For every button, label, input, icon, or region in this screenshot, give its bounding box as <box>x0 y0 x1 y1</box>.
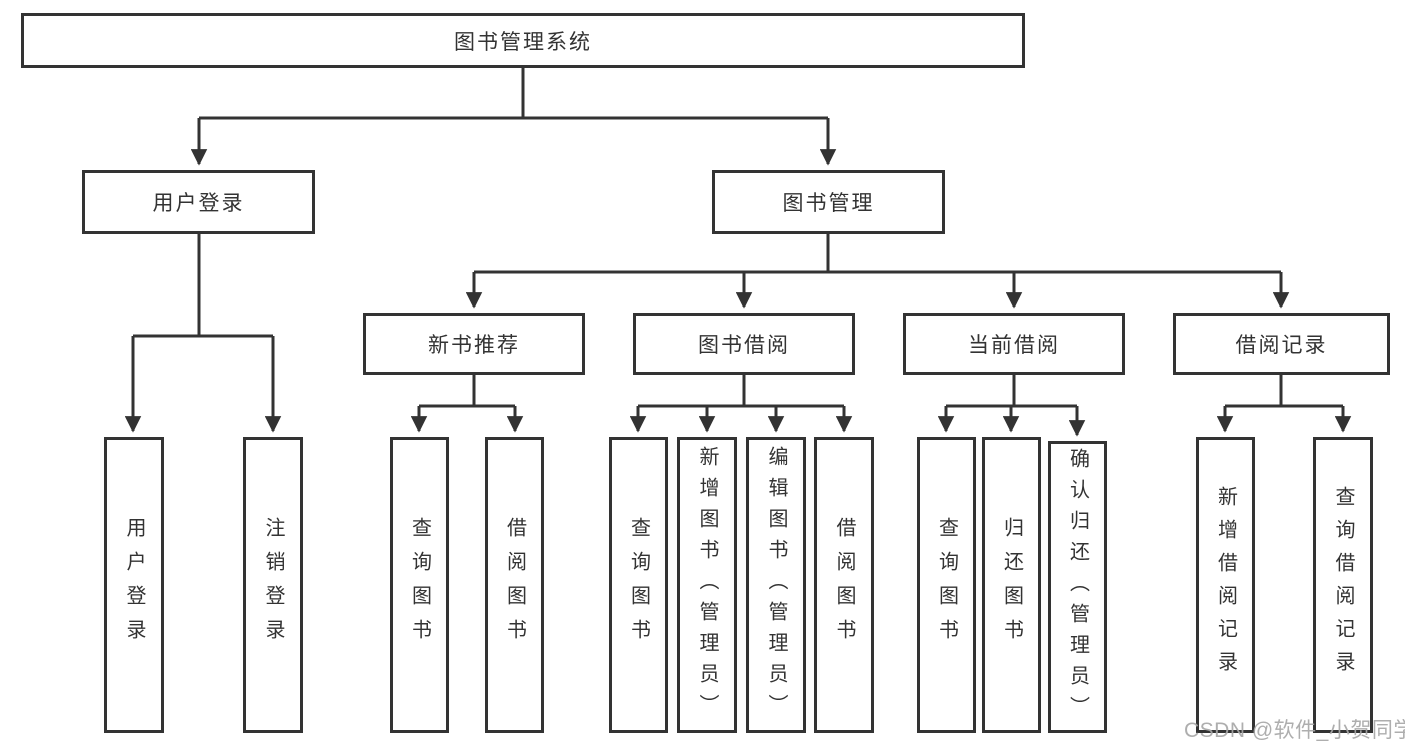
leaf-user-login: 用户登录 <box>104 437 164 733</box>
leaf-edit-book-admin: 编辑图书（管理员） <box>746 437 806 733</box>
node-root: 图书管理系统 <box>21 13 1025 68</box>
leaf-query-book-borrowing: 查询图书 <box>609 437 668 733</box>
leaf-query-book-current: 查询图书 <box>917 437 976 733</box>
leaf-add-book-admin: 新增图书（管理员） <box>677 437 737 733</box>
node-book-borrowing-label: 图书借阅 <box>698 334 790 357</box>
node-borrowing-records-label: 借阅记录 <box>1235 334 1328 357</box>
node-new-book-recommend: 新书推荐 <box>363 313 585 375</box>
node-current-borrowing: 当前借阅 <box>903 313 1125 375</box>
node-book-borrowing: 图书借阅 <box>633 313 855 375</box>
leaf-borrow-book: 借阅图书 <box>814 437 874 733</box>
node-user-login: 用户登录 <box>82 170 315 234</box>
leaf-confirm-return-admin: 确认归还（管理员） <box>1048 441 1107 733</box>
leaf-query-book-recommend: 查询图书 <box>390 437 449 733</box>
leaf-add-borrow-record: 新增借阅记录 <box>1196 437 1255 733</box>
node-user-login-label: 用户登录 <box>152 192 245 215</box>
node-current-borrowing-label: 当前借阅 <box>968 334 1060 357</box>
leaf-borrow-book-recommend: 借阅图书 <box>485 437 544 733</box>
node-new-book-recommend-label: 新书推荐 <box>428 334 520 357</box>
node-root-label: 图书管理系统 <box>454 30 592 54</box>
csdn-watermark: CSDN @软件_小贺同学 <box>1184 719 1405 742</box>
node-borrowing-records: 借阅记录 <box>1173 313 1390 375</box>
node-book-management: 图书管理 <box>712 170 945 234</box>
leaf-query-borrow-record: 查询借阅记录 <box>1313 437 1373 733</box>
leaf-logout: 注销登录 <box>243 437 303 733</box>
leaf-return-book: 归还图书 <box>982 437 1041 733</box>
node-book-management-label: 图书管理 <box>782 192 875 215</box>
